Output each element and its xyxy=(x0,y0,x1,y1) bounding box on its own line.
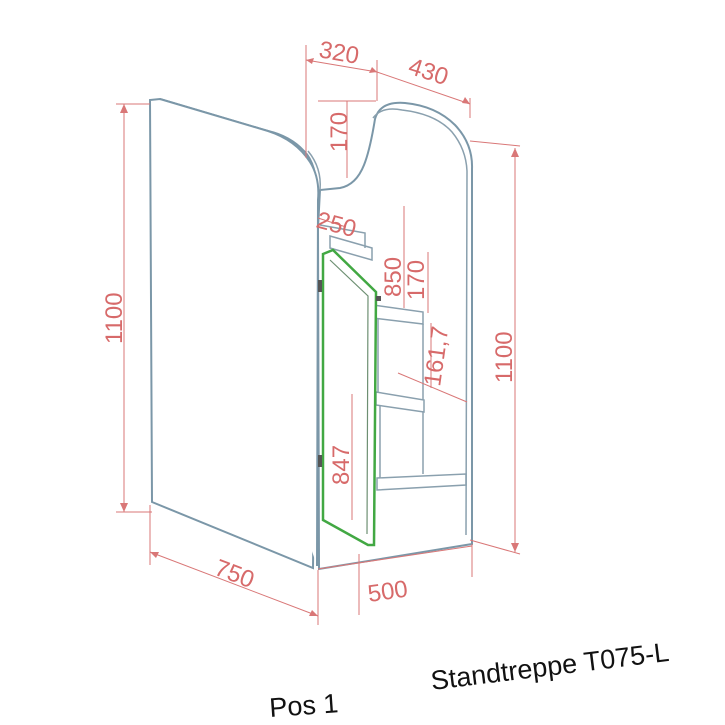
dim-1100-right-bottom-ext xyxy=(469,539,521,555)
dimension-lines xyxy=(116,45,521,625)
arrow-750-right xyxy=(309,610,318,616)
dim-1100-left-text: 1100 xyxy=(101,292,128,344)
right-panel-inner-edge xyxy=(372,108,468,536)
step-1-riser xyxy=(319,224,366,248)
dimension-arrows xyxy=(120,58,519,616)
door xyxy=(318,248,381,547)
dim-170-mid-text: 170 xyxy=(403,260,430,300)
dim-500-text: 500 xyxy=(366,576,409,608)
arrow-1100-right-top xyxy=(511,148,519,157)
dim-430-text: 430 xyxy=(405,53,451,91)
dim-1100-right-top-ext xyxy=(469,140,521,147)
dim-850-text: 850 xyxy=(380,257,407,297)
door-handle xyxy=(376,296,381,301)
door-inner-line xyxy=(329,259,369,535)
front-side-panel-edge xyxy=(159,98,320,567)
dim-250-line xyxy=(317,217,347,228)
top-thickness-line xyxy=(307,150,321,191)
dim-320-line xyxy=(305,59,378,73)
arrow-320-left xyxy=(306,58,314,64)
arrow-750-left xyxy=(150,552,159,558)
arrow-430-right xyxy=(462,97,470,104)
door-hinge-bottom xyxy=(318,455,322,467)
position-label: Pos 1 xyxy=(268,688,339,723)
arrow-320-right xyxy=(369,67,377,73)
dim-161-line xyxy=(397,372,468,403)
dim-1100-right-text: 1100 xyxy=(491,331,518,383)
dimension-texts: 320 430 170 250 850 170 161,7 1100 1100 … xyxy=(101,36,518,608)
dim-750-text: 750 xyxy=(211,554,258,594)
door-hinge-top xyxy=(318,280,322,292)
step-4 xyxy=(376,473,467,491)
arrow-1100-left-top xyxy=(120,104,128,113)
dim-847-text: 847 xyxy=(328,445,355,485)
dim-320-text: 320 xyxy=(317,36,361,70)
dim-170-top-text: 170 xyxy=(326,112,353,152)
arrow-1100-left-bottom xyxy=(120,503,128,512)
arrow-1100-right-bottom xyxy=(511,543,519,552)
dim-750-line xyxy=(149,551,319,617)
dim-430-line xyxy=(376,71,471,105)
drawing-title: Standtreppe T075-L xyxy=(429,637,671,696)
step-1 xyxy=(329,235,373,261)
door-panel xyxy=(321,248,378,547)
dim-500-line xyxy=(317,545,473,570)
